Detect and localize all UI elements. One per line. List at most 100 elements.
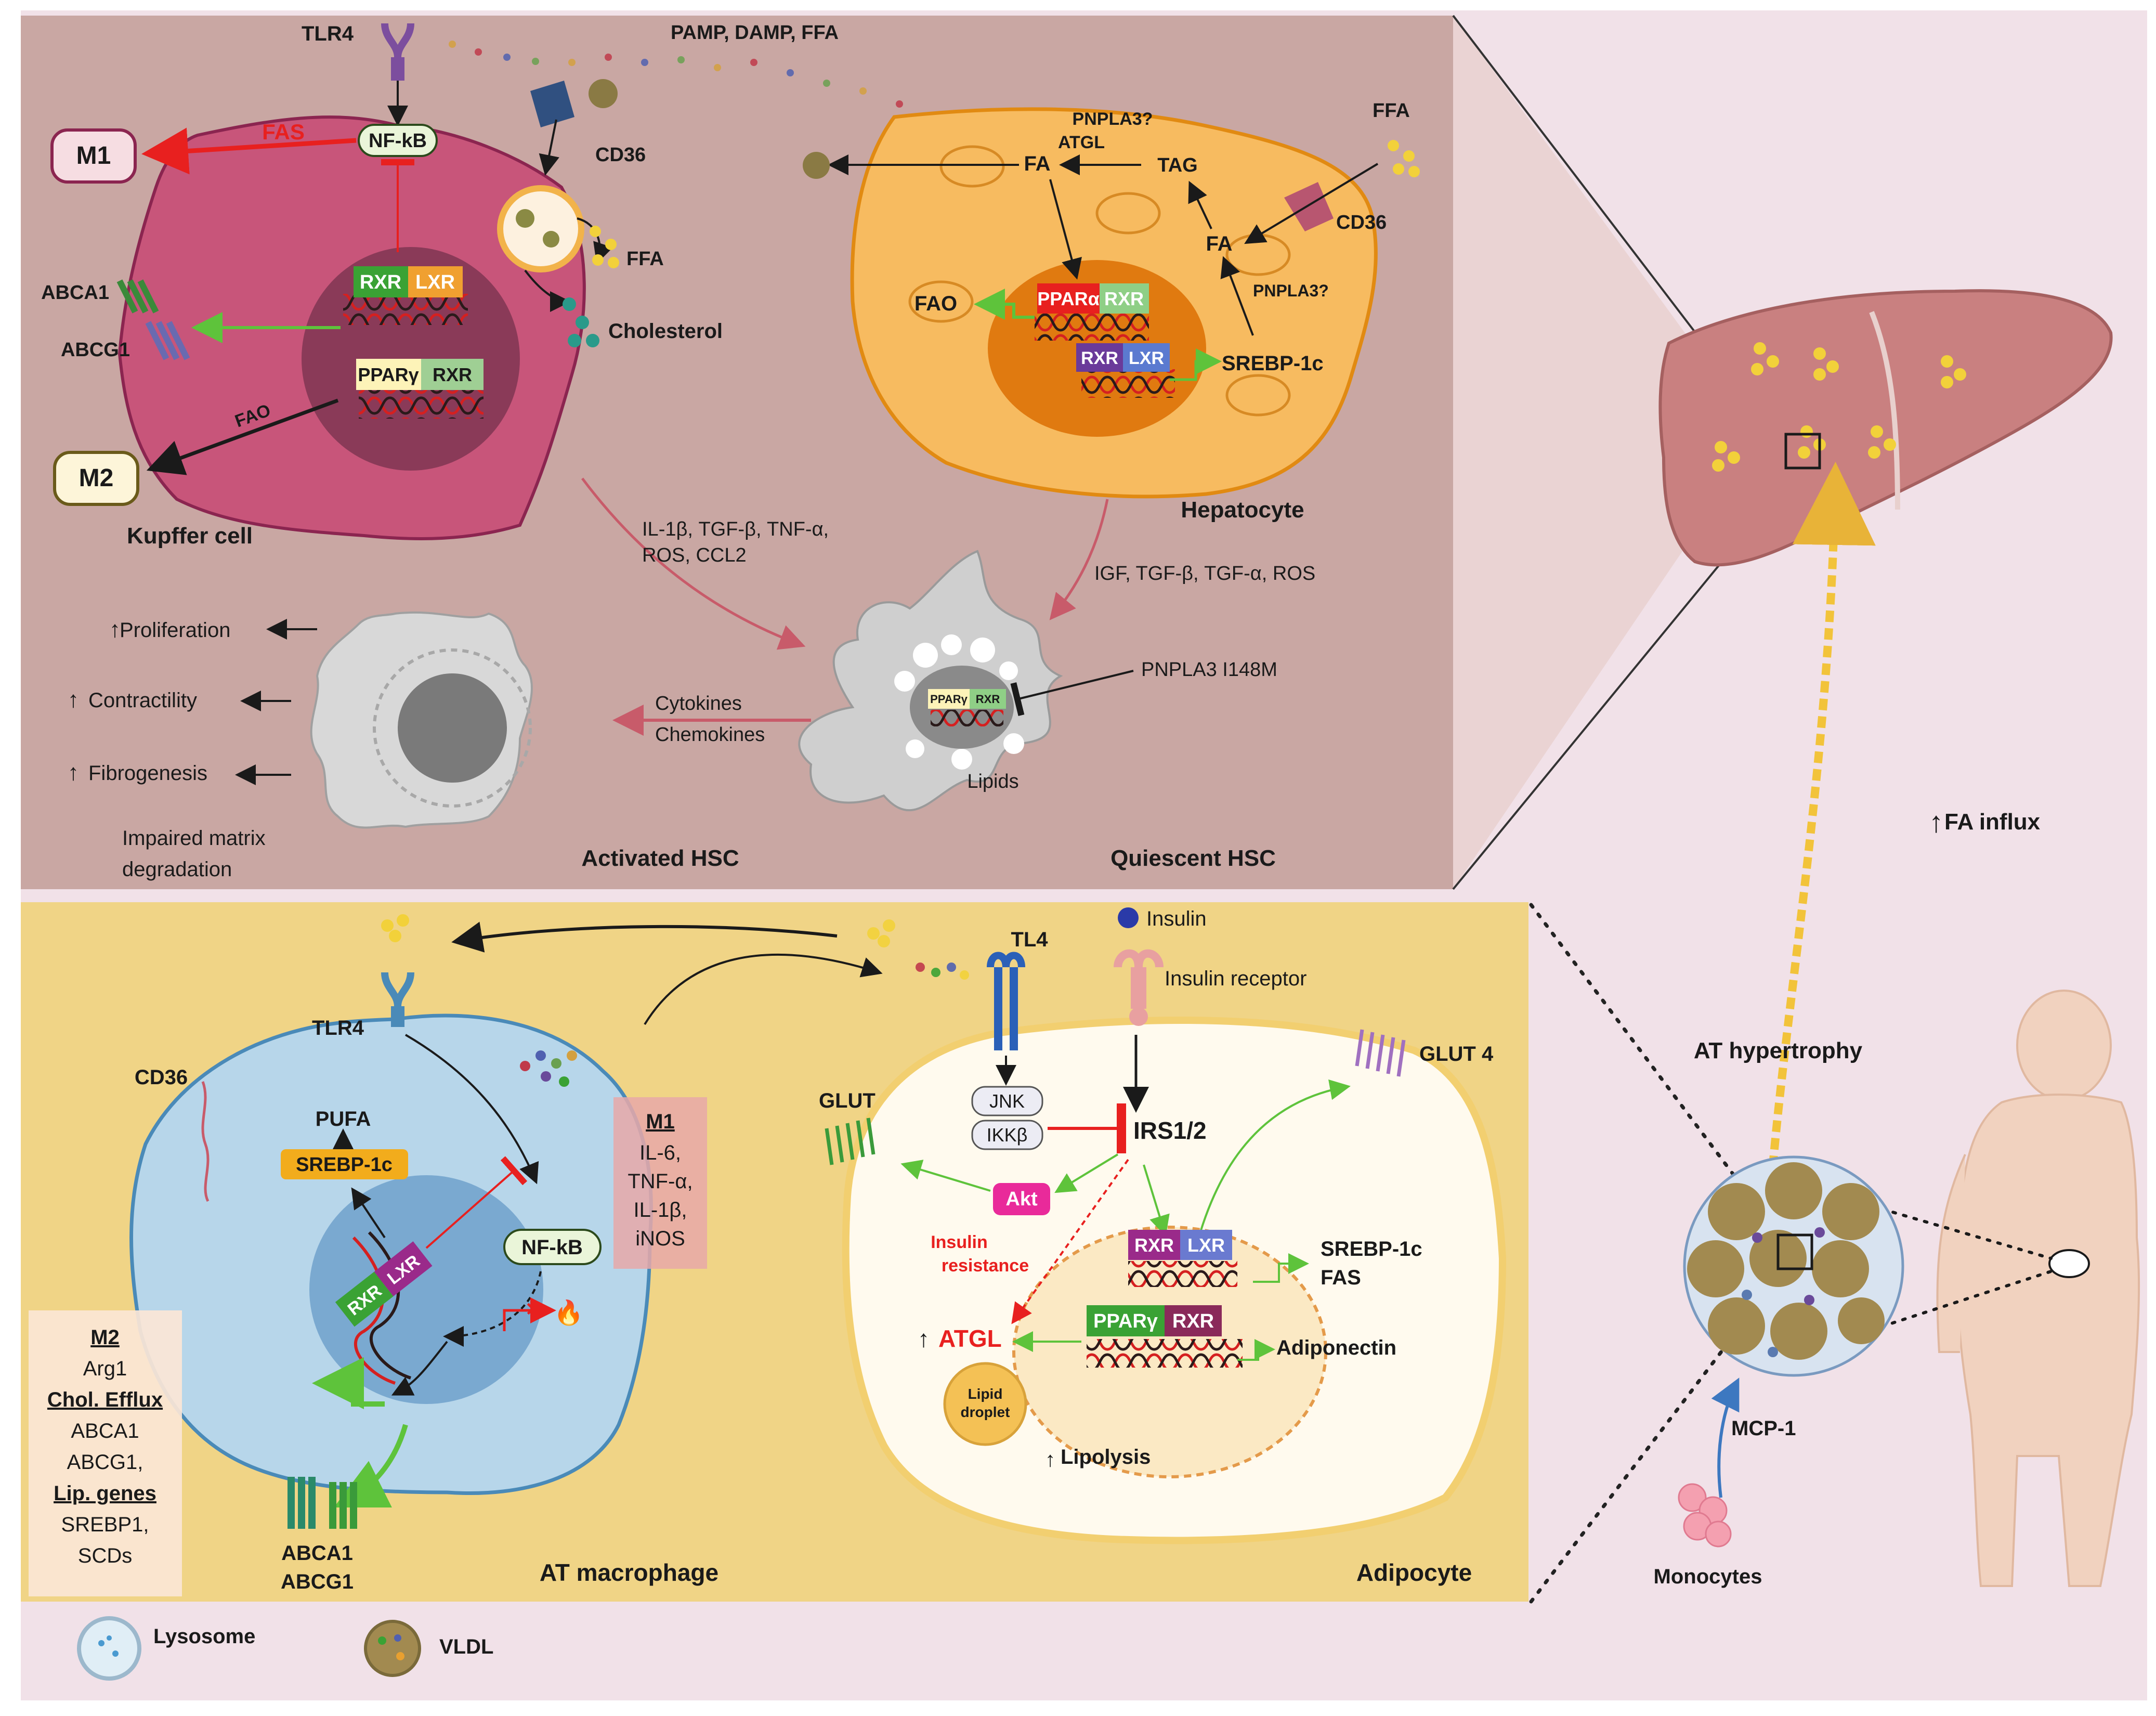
- hep-lxr: LXR: [1129, 348, 1164, 368]
- activated-hsc-nucleus: [398, 673, 507, 783]
- adipo-lxr-box: [1180, 1230, 1232, 1260]
- legend-lysosome-icon: [77, 1616, 141, 1681]
- m1-box-inos: iNOS: [635, 1227, 685, 1250]
- adipo-insulin: Insulin: [1146, 907, 1207, 930]
- adipo-rxr2: RXR: [1172, 1310, 1214, 1332]
- fa-influx-label: FA influx: [1944, 809, 2041, 835]
- hsc-rxr: RXR: [976, 693, 1000, 706]
- pamp-label: PAMP, DAMP, FFA: [671, 22, 839, 44]
- hep-rxr2: RXR: [1081, 348, 1118, 368]
- hep-ppara: PPARα: [1037, 288, 1099, 309]
- hepatocyte-to-hsc-arrow: [1049, 499, 1109, 620]
- at-macrophage: [129, 1013, 653, 1495]
- lxr-to-srebp-arrow: [351, 1187, 386, 1239]
- hep-rxr2-box: [1076, 343, 1123, 372]
- hep-ppara-box: [1037, 283, 1100, 314]
- kupffer-dna-1: [343, 294, 468, 325]
- nfkb-to-m1-arrow: [141, 127, 357, 175]
- glut4-transporter-icon: [1355, 1029, 1406, 1077]
- lxr-inhibits-nfkb: [425, 1156, 528, 1249]
- adipo-jnk: JNK: [989, 1090, 1025, 1112]
- legend-vldl: VLDL: [439, 1635, 493, 1658]
- up-arrow-proliferation-icon: ↑: [109, 617, 121, 642]
- up-arrow-fibrogenesis-icon: ↑: [68, 760, 79, 785]
- hep-pnpla3: PNPLA3?: [1073, 109, 1153, 129]
- mcp1-arrow: [1711, 1377, 1740, 1498]
- lysosome-to-cholesterol-arrow: [524, 269, 571, 312]
- kupffer-pparg: PPARγ: [358, 364, 419, 385]
- insulin-receptor-icon: [1114, 949, 1164, 1026]
- kupffer-abcg1: ABCG1: [61, 339, 130, 361]
- hep-atgl: ATGL: [1058, 133, 1105, 152]
- glut-transporter-icon: [825, 1117, 876, 1165]
- at-zoom-box: [1776, 1233, 1813, 1270]
- cholesterol-icon: [563, 297, 599, 347]
- m2-box-abca1: ABCA1: [71, 1420, 139, 1442]
- mac-cd36-label: CD36: [135, 1066, 188, 1089]
- liver-fat-droplets-icon: [1712, 342, 1966, 472]
- kupffer-nfkb-box: [358, 124, 438, 157]
- kupffer-lxr-box: [408, 266, 463, 297]
- adipo-rxr: RXR: [1134, 1234, 1174, 1256]
- chemokines-label: Chemokines: [655, 724, 765, 746]
- mcp1-label: MCP-1: [1731, 1417, 1796, 1440]
- mitochondrion-icon: [908, 280, 974, 323]
- kupffer-rxr2: RXR: [433, 364, 472, 385]
- adipo-ikkb: IKKβ: [987, 1124, 1028, 1146]
- adipo-irs: IRS1/2: [1133, 1117, 1207, 1144]
- kupffer-cell-label: Kupffer cell: [127, 523, 253, 549]
- adipo-pparg: PPARγ: [1093, 1310, 1158, 1332]
- macrophage-to-tl4-arrow: [644, 953, 883, 1025]
- tlr4-receptor-icon: [381, 23, 414, 81]
- mac-cd36-icon: [201, 1081, 210, 1202]
- hep-rxr-box: [1100, 283, 1149, 314]
- lipid-droplet-1: Lipid: [968, 1386, 1003, 1402]
- adipo-lipolysis: Lipolysis: [1061, 1446, 1151, 1468]
- human-body-icon: [1936, 990, 2140, 1587]
- mac-abcg1: ABCG1: [281, 1570, 354, 1593]
- hep-rxr: RXR: [1104, 288, 1144, 309]
- body-zoom-line-top: [1818, 1189, 2053, 1260]
- kupffer-cd36-icon: [530, 81, 574, 127]
- hep-srebp: SREBP-1c: [1222, 352, 1324, 375]
- insulin-resistance-2: resistance: [942, 1256, 1029, 1276]
- lysosome-icon: [497, 185, 584, 272]
- at-macrophage-nucleus: [309, 1175, 543, 1404]
- pamp-particles: [449, 41, 903, 108]
- hep-pnpla3-b: PNPLA3?: [1253, 281, 1329, 300]
- activated-hsc-label: Activated HSC: [581, 846, 739, 871]
- ffa-to-fa-arrow: [1244, 163, 1379, 244]
- adipo-tl4-label: TL4: [1011, 928, 1048, 951]
- impaired-line1: Impaired matrix: [122, 827, 266, 850]
- monocytes-icon: [1678, 1483, 1732, 1548]
- mac-m2-box: [29, 1310, 182, 1596]
- mac-tlr4-label: TLR4: [312, 1017, 364, 1039]
- mac-m1-box: [613, 1097, 707, 1269]
- lxr-to-srebp-arrow: [1170, 348, 1222, 381]
- at-macrophage-label: AT macrophage: [540, 1559, 718, 1586]
- adipo-srebp: SREBP-1c: [1321, 1238, 1422, 1260]
- mac-tlr4-icon: [381, 972, 414, 1027]
- hep-tag: TAG: [1157, 154, 1197, 176]
- jnk-box: [971, 1086, 1043, 1116]
- hsc-rxr-box: [970, 689, 1006, 709]
- ppara-to-fao-arrow: [974, 289, 1035, 320]
- m2-badge: [53, 451, 139, 506]
- mac-lxr-box: [374, 1241, 433, 1296]
- adipo-glut4: GLUT 4: [1419, 1043, 1494, 1065]
- kupffer-rxr-box: [354, 266, 408, 297]
- hep-fa-2: FA: [1206, 232, 1232, 255]
- kupffer-tlr4-label: TLR4: [302, 22, 354, 45]
- legend-lysosome: Lysosome: [153, 1625, 255, 1648]
- mitochondrion-icon: [1225, 374, 1291, 417]
- m2-box-arg1: Arg1: [83, 1357, 127, 1380]
- pnpla3-inhibition: [1010, 670, 1134, 717]
- adipose-tissue-icon: [1683, 1155, 1904, 1377]
- mac-abca1: ABCA1: [281, 1542, 353, 1565]
- pparg-to-adiponectin-arrow: [1237, 1339, 1275, 1361]
- irs-to-akt-arrow: [1054, 1153, 1119, 1193]
- lxr-to-srebp-arrow: [1253, 1253, 1309, 1283]
- activated-hsc: [310, 611, 533, 829]
